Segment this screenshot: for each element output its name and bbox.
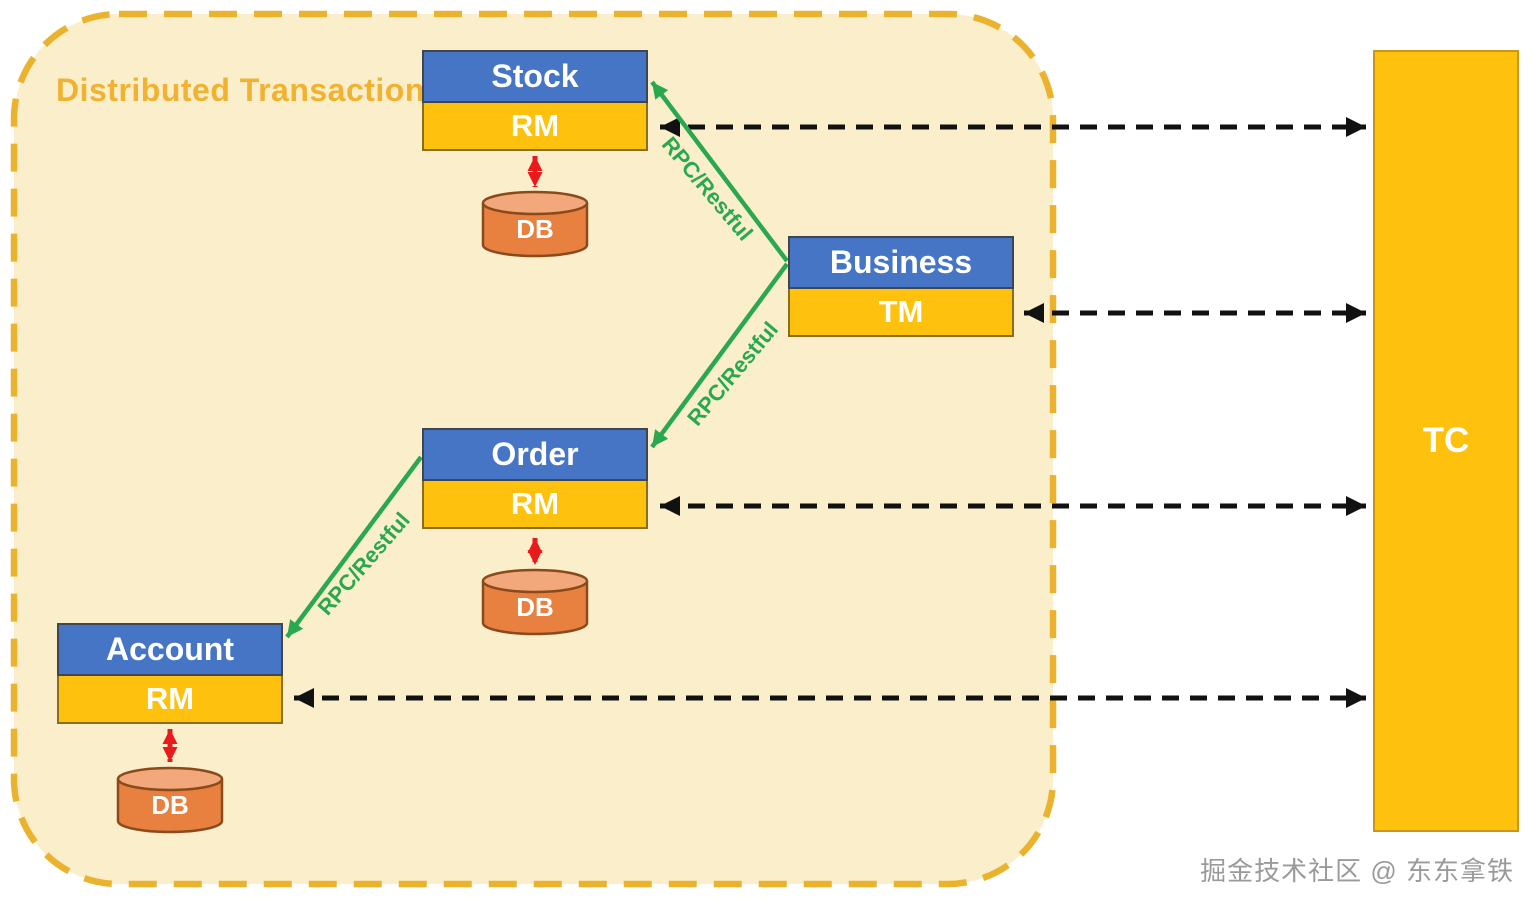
business-tm-box: TM [788,289,1014,337]
order-name-box: Order [422,428,648,481]
service-order: Order RM [422,428,648,529]
order-db-label: DB [516,592,554,622]
account-db-cylinder: DB [116,766,224,834]
watermark-text: 掘金技术社区 @ 东东拿铁 [1200,856,1514,886]
service-account: Account RM [57,623,283,724]
business-name-box: Business [788,236,1014,289]
account-db-label: DB [151,790,189,820]
rpc-arrow-business-stock [650,80,789,263]
account-rm-box: RM [57,676,283,724]
stock-db-cylinder: DB [481,190,589,258]
service-stock: Stock RM [422,50,648,151]
order-rm-box: RM [422,481,648,529]
boundary-title: Distributed Transaction [56,72,425,108]
tc-coordinator-box: TC [1373,50,1519,832]
order-db-cylinder: DB [481,568,589,636]
rpc-arrow-business-order [650,262,789,449]
stock-db-label: DB [516,214,554,244]
stock-name-box: Stock [422,50,648,103]
account-name-box: Account [57,623,283,676]
service-business: Business TM [788,236,1014,337]
rpc-arrow-order-account [285,455,423,639]
stock-rm-box: RM [422,103,648,151]
